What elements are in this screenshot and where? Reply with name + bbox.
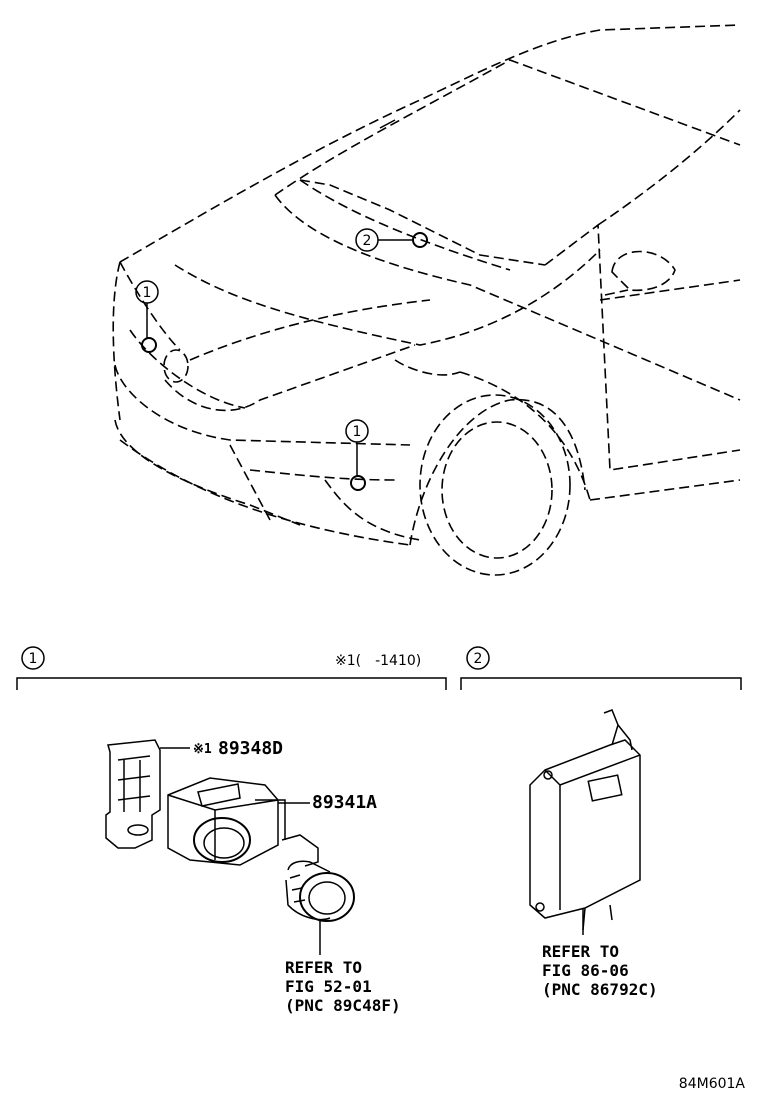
retainer-part [105, 739, 190, 849]
callout-1-bumper: 1 [345, 419, 369, 491]
svg-text:1: 1 [353, 424, 362, 440]
svg-text:FIG 86-06: FIG 86-06 [542, 961, 629, 980]
svg-text:2: 2 [474, 651, 483, 667]
svg-text:1: 1 [29, 651, 38, 667]
group-1-note: ※1( -1410) [335, 653, 421, 669]
group-1-header: 1 ※1( -1410) [16, 646, 447, 690]
svg-text:2: 2 [363, 233, 372, 249]
retainer-mark: ※1 [193, 742, 212, 757]
figure-code: 84M601A [679, 1076, 746, 1092]
svg-text:FIG 52-01: FIG 52-01 [285, 977, 372, 996]
svg-text:REFER TO: REFER TO [285, 958, 362, 977]
callout-2-hood: 2 [355, 228, 428, 252]
sensor-holder-part-number: 89341A [312, 792, 377, 813]
svg-text:REFER TO: REFER TO [542, 942, 619, 961]
retainer-part-number: 89348D [218, 738, 283, 759]
sensor-holder-part [167, 777, 310, 866]
ecu-module-part [529, 709, 641, 935]
vehicle-illustration [112, 24, 741, 576]
group-2-header: 2 [460, 646, 742, 690]
svg-text:(PNC 86792C): (PNC 86792C) [542, 980, 658, 999]
svg-text:(PNC 89C48F): (PNC 89C48F) [285, 996, 401, 1015]
sensor-reference-text: REFER TO FIG 52-01 (PNC 89C48F) [285, 958, 401, 1015]
ultrasonic-sensor-part [281, 834, 355, 955]
ecu-reference-text: REFER TO FIG 86-06 (PNC 86792C) [542, 942, 658, 999]
callout-1-top-left: 1 [135, 280, 159, 353]
svg-text:1: 1 [143, 285, 152, 301]
